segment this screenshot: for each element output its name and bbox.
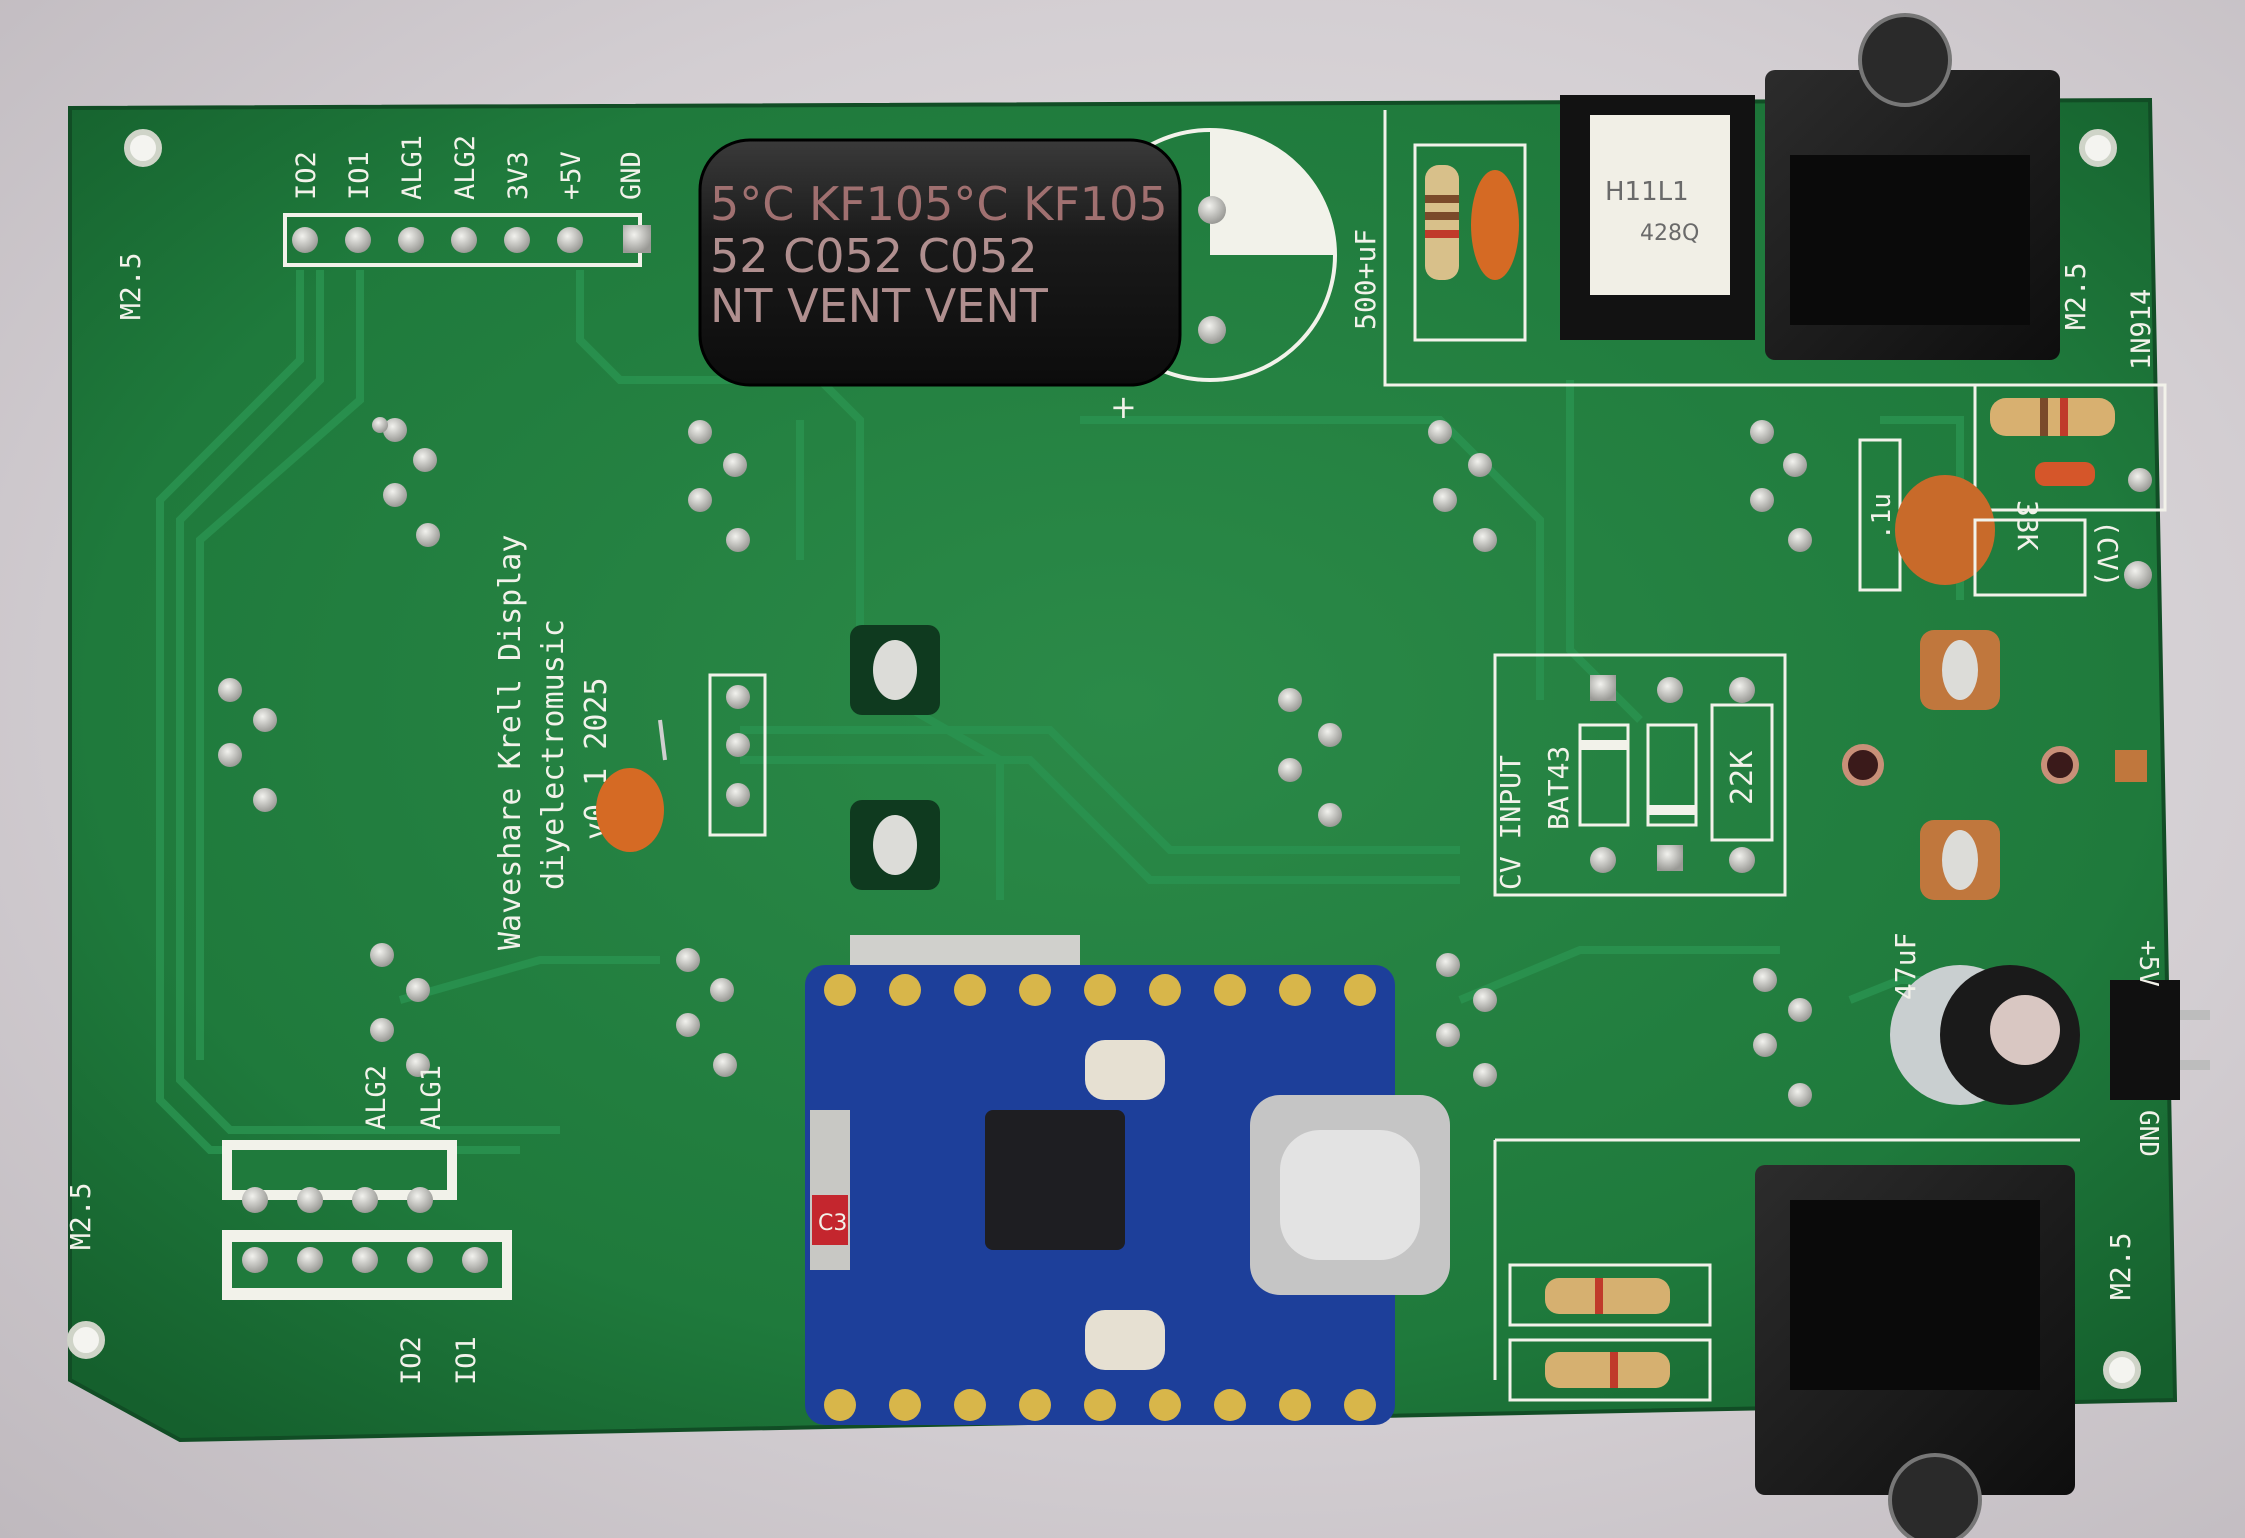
pad-cluster-2 [688,420,750,552]
header-label-1: IO1 [344,151,375,200]
header-label-4: 3V3 [503,151,534,200]
big-capacitor-footprint: + 500+uF [1083,128,1382,426]
left-header-label-alg1: ALG1 [416,1065,447,1130]
small-3pin-header [708,673,767,837]
header-label-2: ALG1 [397,135,428,200]
title-line-1: Waveshare Krell Display [493,535,528,950]
ceramic-cap-left [596,719,667,852]
power-gnd-label: GND [2133,1110,2163,1157]
left-headers: ALG2 ALG1 IO2 IO1 [222,1065,512,1385]
pad-clusters [218,417,1812,1107]
cap-text-a: 5°C KF105°C KF105 [710,177,1168,231]
left-header-label-io1: IO1 [451,1336,482,1385]
pad-cluster-9 [1436,953,1497,1087]
cap-plus-sign: + [1110,388,1137,426]
top-header: IO2 IO1 ALG1 ALG2 3V3 +5V GND [283,135,651,267]
cv-input-label: CV INPUT [1494,755,1527,890]
pad-cluster-8 [676,948,737,1077]
pad-cluster-5 [218,678,277,812]
opto-text-b: 428Q [1640,221,1699,246]
cap-big-label: 500+uF [1349,229,1382,330]
left-header-label-alg2: ALG2 [361,1065,392,1130]
right-jack-pads [1842,630,2147,900]
mount-label-bottom-right: M2.5 [2104,1233,2137,1300]
header-label-5: +5V [556,151,587,200]
header-label-6: GND [616,151,647,200]
opto-text-a: H11L1 [1605,177,1689,207]
diode-label: 1N914 [2126,289,2157,370]
mounting-holes [67,129,2141,1389]
power-header: +5V GND [2110,940,2210,1157]
pad-cluster-4 [1750,420,1812,552]
mount-label-top-right: M2.5 [2059,263,2092,330]
bottom-right-jack-section [1493,1138,2080,1538]
pad-cluster-10 [1753,968,1812,1107]
pad-cluster-3 [1428,420,1497,552]
cap-small-label: .1u [1867,493,1897,540]
mount-labels: M2.5 M2.5 M2.5 M2.5 [64,253,2137,1300]
cap-text-b: 52 C052 C052 [710,229,1038,283]
cap-47uf: 47uF [1889,933,2080,1105]
cv-label: (CV) [2091,520,2124,587]
leds [850,625,940,890]
cap-47uf-label: 47uF [1889,933,1922,1000]
mount-label-top-left: M2.5 [114,253,147,320]
big-electrolytic-capacitor: 5°C KF105°C KF105 52 C052 C052 NT VENT V… [698,138,1226,387]
pad-cluster-6 [1278,688,1342,827]
cap-text-c: NT VENT VENT [710,279,1049,333]
power-plus-label: +5V [2133,940,2163,987]
cv-input-section: CV INPUT BAT43 22K [1493,653,1787,897]
header-label-0: IO2 [291,151,322,200]
res-33k-label: 33K [2011,500,2044,551]
board-title: Waveshare Krell Display diyelectromusic … [493,535,614,950]
pad-cluster-1 [372,417,440,547]
left-header-label-io2: IO2 [396,1336,427,1385]
pad-cluster-7 [370,943,430,1077]
mcu-chip-label: C3 [818,1211,847,1236]
opto-section: H11L1 428Q [1383,13,2070,387]
mcu-module: C3 [805,935,1450,1425]
diode2-label: BAT43 [1542,746,1575,830]
right-middle-components: 1N914 .1u 33K (CV) [1858,289,2167,597]
header-label-3: ALG2 [450,135,481,200]
title-line-2: diyelectromusic [536,619,571,890]
mount-label-bottom-left: M2.5 [64,1183,97,1250]
res-22k-label: 22K [1725,751,1760,805]
